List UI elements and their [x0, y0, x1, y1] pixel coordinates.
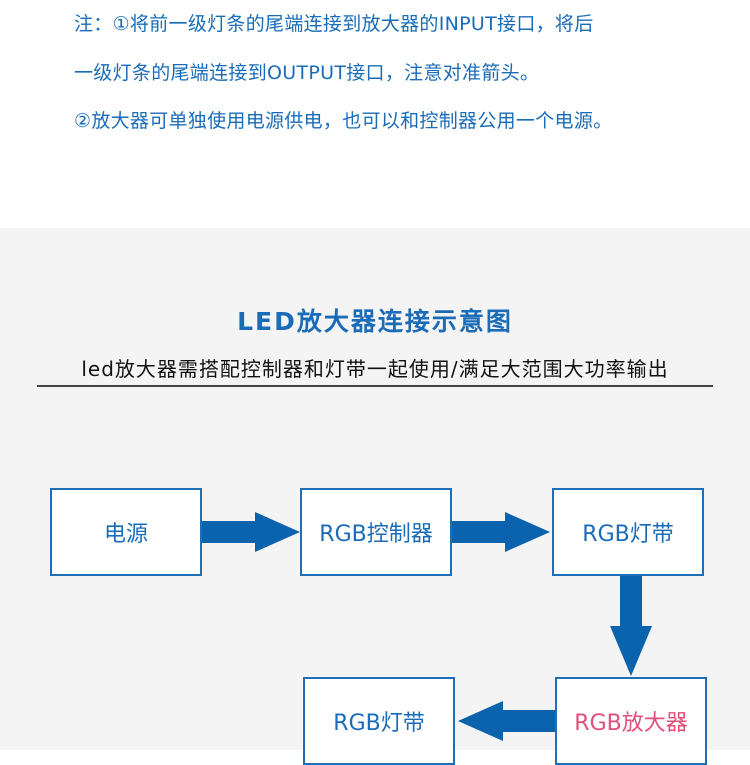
diagram-title: LED放大器连接示意图 — [237, 307, 513, 336]
note-line-2: 一级灯条的尾端连接到OUTPUT接口，注意对准箭头。 — [74, 62, 540, 84]
notes-section: 注：①将前一级灯条的尾端连接到放大器的INPUT接口，将后 一级灯条的尾端连接到… — [0, 0, 750, 228]
note-line-3: ②放大器可单独使用电源供电，也可以和控制器公用一个电源。 — [74, 110, 613, 132]
arrow-amplifier-to-strip — [458, 701, 555, 741]
arrow-controller-to-strip — [452, 512, 550, 552]
node-controller: RGB控制器 — [300, 488, 452, 576]
arrow-power-to-controller — [202, 512, 300, 552]
subtitle-divider — [37, 385, 713, 387]
note-line-1: 注：①将前一级灯条的尾端连接到放大器的INPUT接口，将后 — [74, 13, 594, 35]
node-amplifier: RGB放大器 — [555, 677, 707, 765]
node-strip-2: RGB灯带 — [303, 677, 455, 765]
diagram-subtitle: led放大器需搭配控制器和灯带一起使用/满足大范围大功率输出 — [81, 357, 669, 381]
node-power: 电源 — [50, 488, 202, 576]
node-strip-1: RGB灯带 — [552, 488, 704, 576]
arrow-strip-to-amplifier — [610, 576, 652, 676]
